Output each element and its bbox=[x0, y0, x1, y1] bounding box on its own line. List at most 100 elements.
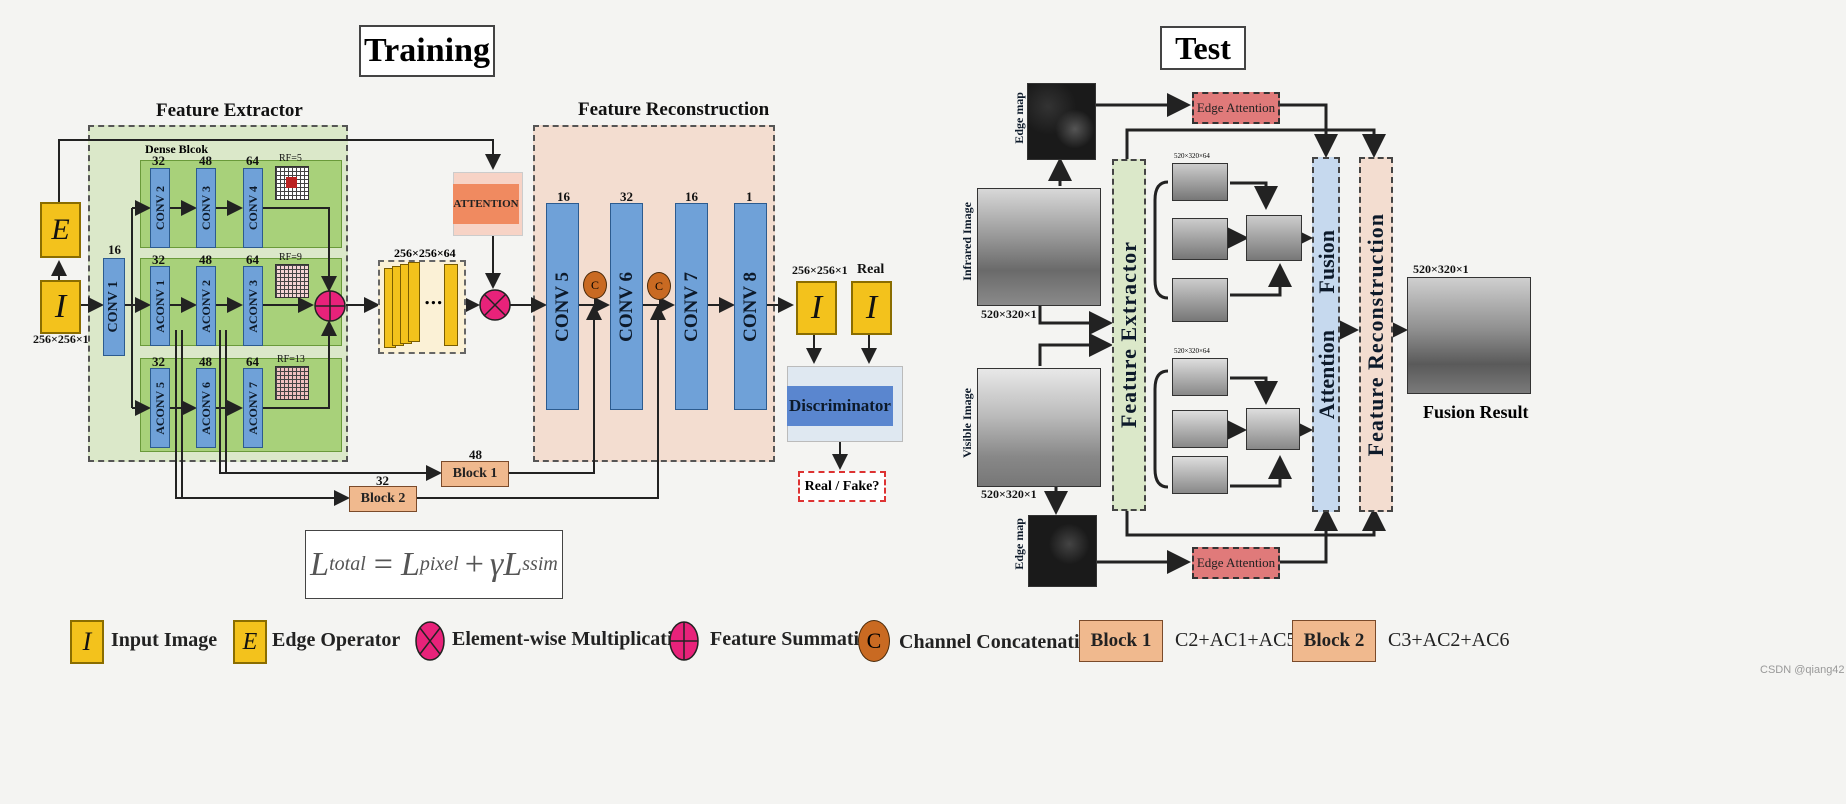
test-title: Test bbox=[1160, 26, 1246, 70]
legend-concat-text: Channel Concatenation bbox=[899, 631, 1101, 653]
legend-block2-label: Block 2 bbox=[1303, 630, 1365, 651]
dense-block-label: Dense Blcok bbox=[145, 142, 208, 156]
output-image-letter: I bbox=[810, 289, 823, 326]
edge-operator-letter: E bbox=[51, 213, 70, 246]
conv6-channels: 32 bbox=[620, 189, 633, 204]
dense-r2-c3-ch: 64 bbox=[246, 252, 259, 267]
block2-box: Block 2 bbox=[349, 486, 417, 512]
loss-lhs-sub: total bbox=[329, 553, 366, 575]
legend-edge-icon: E bbox=[233, 620, 267, 664]
real-label: Real bbox=[857, 262, 885, 277]
conv7-layer: CONV 7 bbox=[675, 203, 708, 410]
fusion-result-image bbox=[1407, 277, 1531, 394]
fusion-size: 520×320×1 bbox=[1413, 262, 1469, 276]
loss-equals: = bbox=[373, 545, 393, 583]
legend-block1-desc: C2+AC1+AC5 bbox=[1175, 629, 1297, 651]
attention-label: ATTENTION bbox=[453, 198, 519, 210]
concat-symbol-1-text: C bbox=[590, 277, 599, 292]
aconv6-layer: ACONV 6 bbox=[196, 368, 216, 448]
visible-label: Visible Image bbox=[960, 388, 974, 458]
feature-maps-dots: ... bbox=[424, 288, 443, 309]
conv8-channels: 1 bbox=[746, 189, 753, 204]
rf9-grid bbox=[275, 264, 309, 298]
dense-r3-c2-ch: 48 bbox=[199, 354, 212, 369]
block1-box: Block 1 bbox=[441, 461, 509, 487]
edge-attention-bottom-label: Edge Attention bbox=[1196, 555, 1276, 570]
real-image-box: I bbox=[851, 281, 892, 335]
conv2-layer: CONV 2 bbox=[150, 168, 170, 248]
legend-concat-letter: C bbox=[866, 628, 882, 653]
rf5-label: RF=5 bbox=[279, 153, 302, 164]
stack-bottom-size: 520×320×64 bbox=[1174, 347, 1210, 355]
stack-top-1 bbox=[1172, 163, 1228, 201]
legend-block2-desc: C3+AC2+AC6 bbox=[1388, 629, 1510, 651]
stack-top-merged bbox=[1246, 215, 1302, 261]
rf5-center bbox=[286, 177, 297, 188]
feature-reconstruction-label: Feature Reconstruction bbox=[578, 99, 770, 120]
training-title: Training bbox=[359, 25, 495, 77]
block1-channels: 48 bbox=[469, 447, 482, 462]
input-image-letter: I bbox=[54, 288, 67, 325]
test-title-text: Test bbox=[1175, 29, 1231, 66]
stack-top-3 bbox=[1172, 278, 1228, 322]
aconv1-layer: ACONV 1 bbox=[150, 266, 170, 346]
legend-edge-letter: E bbox=[242, 628, 258, 655]
aconv3-layer: ACONV 3 bbox=[243, 266, 263, 346]
watermark: CSDN @qiang42 bbox=[1760, 664, 1845, 676]
legend-block1-label: Block 1 bbox=[1090, 630, 1152, 651]
legend-sum-icon bbox=[669, 621, 699, 661]
attention-fusion-label-fusion: Fusion bbox=[1314, 230, 1339, 294]
dense-r3-c1-ch: 32 bbox=[152, 354, 165, 369]
aconv5-layer: ACONV 5 bbox=[150, 368, 170, 448]
dense-r2-c2-ch: 48 bbox=[199, 252, 212, 267]
rf5-grid bbox=[275, 166, 309, 200]
edge-attention-top: Edge Attention bbox=[1192, 92, 1280, 124]
legend-block1-box: Block 1 bbox=[1079, 620, 1163, 662]
concat-symbol-2: C bbox=[647, 272, 671, 300]
legend-block2-box: Block 2 bbox=[1292, 620, 1376, 662]
loss-gamma: γ bbox=[489, 545, 504, 583]
block1-label: Block 1 bbox=[452, 466, 498, 481]
edge-map-top-label: Edge map bbox=[1012, 92, 1026, 144]
conv6-layer: CONV 6 bbox=[610, 203, 643, 410]
stack-bottom-3 bbox=[1172, 456, 1228, 494]
stack-top-2 bbox=[1172, 218, 1228, 260]
attention-fusion-label-attention: Attention bbox=[1314, 330, 1339, 420]
discriminator-label: Discriminator bbox=[789, 396, 891, 415]
edge-map-bottom-label: Edge map bbox=[1012, 518, 1026, 570]
real-image-letter: I bbox=[865, 289, 878, 326]
conv8-layer: CONV 8 bbox=[734, 203, 767, 410]
feature-map-last bbox=[444, 264, 458, 346]
concat-symbol-1: C bbox=[583, 271, 607, 299]
infrared-image bbox=[977, 188, 1101, 306]
attention-front: ATTENTION bbox=[453, 184, 519, 224]
rf9-label: RF=9 bbox=[279, 252, 302, 263]
infrared-size: 520×320×1 bbox=[981, 307, 1037, 321]
edge-map-bottom bbox=[1028, 515, 1097, 587]
test-feature-reconstruction-label: Feature Reconstruction bbox=[1363, 212, 1388, 457]
output-size-label: 256×256×1 bbox=[792, 263, 848, 277]
feature-extractor-label: Feature Extractor bbox=[156, 100, 303, 121]
stack-bottom-2 bbox=[1172, 410, 1228, 448]
fusion-result-label: Fusion Result bbox=[1423, 402, 1529, 422]
loss-lhs: L bbox=[310, 545, 330, 583]
input-image-box: I bbox=[40, 280, 81, 334]
test-feature-extractor-label: Feature Extractor bbox=[1116, 241, 1141, 429]
conv1-channels: 16 bbox=[108, 242, 121, 257]
dense-r1-c3-ch: 64 bbox=[246, 153, 259, 168]
edge-attention-bottom: Edge Attention bbox=[1192, 547, 1280, 579]
stack-bottom-merged bbox=[1246, 408, 1300, 450]
loss-plus: + bbox=[464, 545, 484, 583]
aconv2-layer: ACONV 2 bbox=[196, 266, 216, 346]
edge-map-top bbox=[1027, 83, 1096, 160]
legend-edge-text: Edge Operator bbox=[272, 629, 401, 651]
infrared-label: Infrared Image bbox=[960, 202, 974, 281]
loss-t1: L bbox=[400, 545, 420, 583]
concat-symbol-2-text: C bbox=[654, 278, 663, 293]
legend-sum-text: Feature Summation bbox=[710, 628, 881, 650]
legend-input-text: Input Image bbox=[111, 629, 218, 651]
conv3-layer: CONV 3 bbox=[196, 168, 216, 248]
loss-t2: L bbox=[503, 545, 523, 583]
